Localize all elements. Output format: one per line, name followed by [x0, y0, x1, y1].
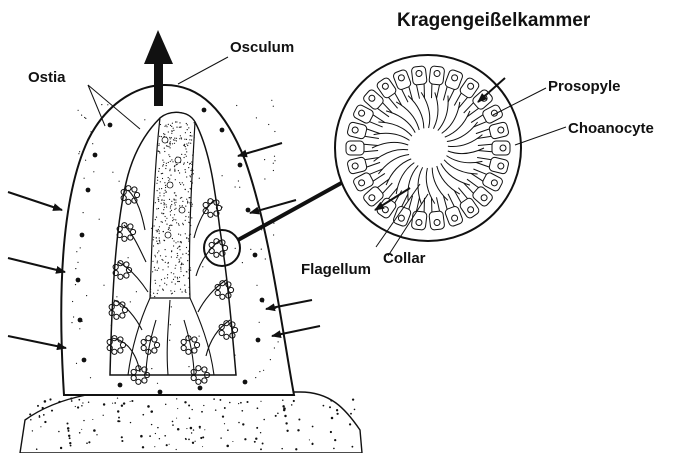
substrate-rock: [20, 391, 362, 453]
label-choanocyte: Choanocyte: [568, 121, 654, 136]
label-osculum: Osculum: [230, 40, 294, 55]
label-prosopyle: Prosopyle: [548, 79, 621, 94]
label-ostia: Ostia: [28, 70, 66, 85]
label-collar: Collar: [383, 251, 426, 266]
choanocyte-chamber: [335, 55, 521, 241]
sponge-body: [61, 85, 294, 395]
label-flagellum: Flagellum: [301, 262, 371, 277]
diagram-title: Kragengeißelkammer: [397, 11, 590, 30]
